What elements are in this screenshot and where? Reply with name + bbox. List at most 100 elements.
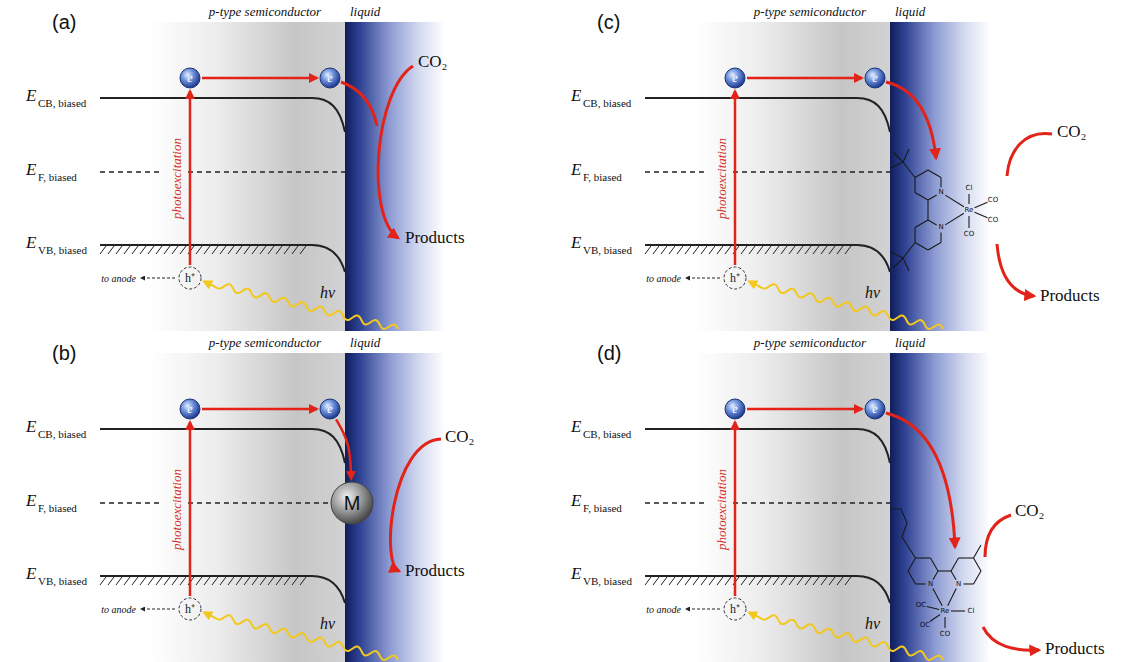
energy-subscript: F, biased <box>583 171 622 184</box>
fermi-level <box>100 171 345 173</box>
valence-band <box>645 576 890 603</box>
node-text: e <box>732 403 737 415</box>
energy-symbol: E <box>571 160 581 180</box>
bond <box>931 558 939 571</box>
photon-wave <box>749 282 943 330</box>
bond <box>914 178 915 193</box>
bond <box>914 228 915 243</box>
species-label: CO₂ <box>1057 122 1087 142</box>
bond <box>951 558 959 571</box>
node-text: e <box>327 72 332 84</box>
hole-path-arrow <box>686 609 720 610</box>
band-hatching <box>100 246 306 254</box>
fermi-level <box>645 171 890 173</box>
conduction-band <box>100 429 345 463</box>
node-text: e <box>872 72 877 84</box>
bond <box>945 195 964 207</box>
bond <box>927 606 939 609</box>
electron-transfer-arrow <box>747 408 862 411</box>
hole-path-label: to anode <box>646 273 681 285</box>
energy-subscript: VB, biased <box>583 575 632 588</box>
node-text: e <box>872 403 877 415</box>
electron-circle: e <box>319 67 341 89</box>
band-diagram <box>100 22 445 331</box>
electron-transfer-arrow <box>202 77 317 80</box>
photon-wave <box>749 613 943 661</box>
energy-subscript: F, biased <box>38 171 77 184</box>
bond <box>903 162 915 178</box>
bond <box>908 571 916 584</box>
reaction-arrow <box>886 413 955 547</box>
species-label: Products <box>405 561 465 581</box>
node-text: h⁺ <box>730 603 740 615</box>
bond <box>893 258 903 268</box>
bond <box>974 558 982 571</box>
hole-circle: h⁺ <box>178 266 202 290</box>
liquid-region <box>890 353 990 662</box>
photon-wave <box>204 613 398 661</box>
reaction-arrow <box>341 82 377 126</box>
valence-band <box>645 245 890 272</box>
electron-circle: e <box>724 398 746 420</box>
bond <box>940 178 941 188</box>
electron-transfer-arrow <box>189 91 192 265</box>
hole-path-arrow <box>141 609 175 610</box>
bond <box>915 193 928 201</box>
band-hatching <box>645 577 851 585</box>
electron-circle: e <box>179 67 201 89</box>
bond <box>951 610 965 611</box>
edge-label: photoexcitation <box>170 138 185 219</box>
atom-label: N <box>956 580 961 588</box>
panel-label: (c) <box>597 11 620 34</box>
species-label: Products <box>1045 639 1105 659</box>
bond <box>933 588 942 605</box>
atom-label: CO <box>988 196 998 204</box>
species-label: CO₂ <box>1015 501 1045 521</box>
photon-label: hν <box>865 615 880 633</box>
energy-symbol: E <box>26 491 36 511</box>
energy-symbol: E <box>26 86 36 106</box>
atom-label: CO <box>940 630 950 638</box>
atom-label: N <box>928 580 933 588</box>
molecule <box>890 509 981 628</box>
band-hatching <box>645 246 851 254</box>
reaction-arrow <box>983 627 1039 650</box>
atom-label: Cl <box>968 607 975 615</box>
conduction-band <box>645 98 890 132</box>
bond <box>891 162 903 168</box>
node-text: e <box>327 403 332 415</box>
energy-subscript: CB, biased <box>583 428 631 441</box>
fermi-level <box>100 502 345 504</box>
energy-subscript: CB, biased <box>38 428 86 441</box>
electron-transfer-arrow <box>747 77 862 80</box>
region-label: p-type semiconductor <box>754 5 866 20</box>
energy-subscript: VB, biased <box>38 244 87 257</box>
photon-label: hν <box>320 615 335 633</box>
electron-circle: e <box>724 67 746 89</box>
energy-subscript: VB, biased <box>38 575 87 588</box>
energy-subscript: CB, biased <box>38 97 86 110</box>
band-diagram <box>100 353 445 662</box>
bond <box>928 220 937 225</box>
bond <box>968 216 969 228</box>
region-label: liquid <box>350 336 380 351</box>
bond <box>930 614 940 621</box>
electron-transfer-arrow <box>336 419 351 479</box>
node-text: e <box>187 72 192 84</box>
bond <box>928 170 941 178</box>
node-text: h⁺ <box>185 272 195 284</box>
bond <box>940 233 941 243</box>
species-label: Products <box>1040 286 1100 306</box>
energy-subscript: VB, biased <box>583 244 632 257</box>
panel-label: (a) <box>52 11 76 34</box>
bond <box>903 258 909 271</box>
node-text: h⁺ <box>730 272 740 284</box>
bond <box>974 571 982 584</box>
reaction-arrow <box>378 66 413 238</box>
bond <box>915 243 928 251</box>
energy-symbol: E <box>571 417 581 437</box>
fermi-level <box>645 502 890 504</box>
atom-label: OC <box>916 601 926 609</box>
bond <box>938 570 951 571</box>
